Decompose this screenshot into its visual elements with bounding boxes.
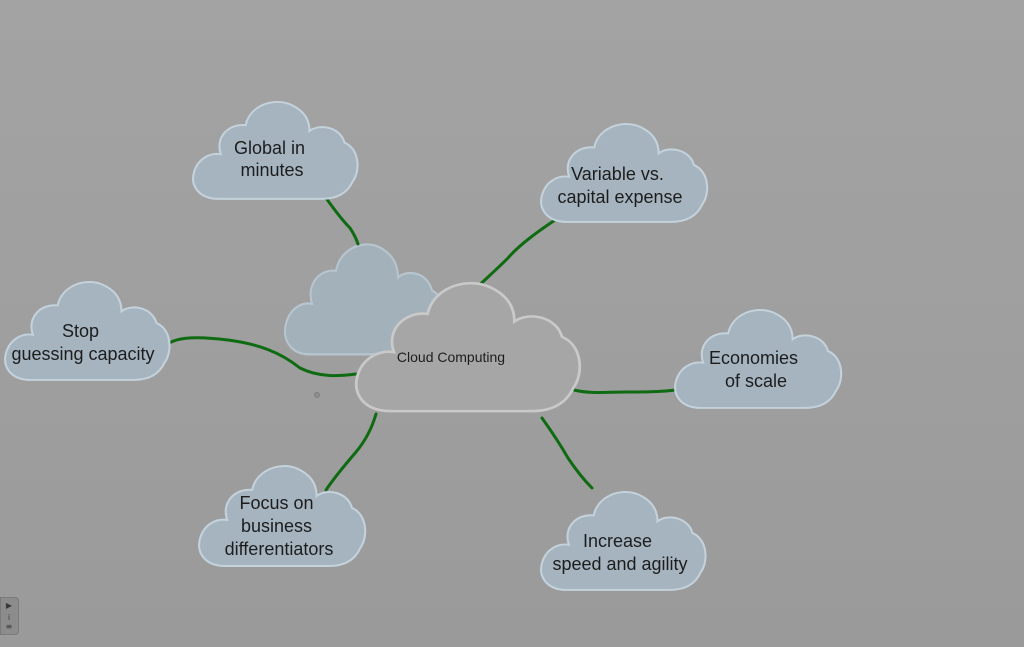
node-variable-line-2: capital expense — [557, 187, 682, 207]
connector-stop — [160, 336, 358, 378]
connector-economies — [572, 386, 690, 394]
node-label-global: Global in minutes — [234, 138, 310, 180]
cursor-dot — [314, 392, 320, 398]
node-label-variable: Variable vs. capital expense — [557, 164, 682, 207]
node-focus-line-1: Focus on — [239, 493, 313, 513]
menu-icon[interactable]: ≡ — [5, 622, 13, 631]
node-economies-line-1: Economies — [709, 348, 798, 368]
center-label: Cloud Computing — [397, 349, 505, 365]
connector-increase — [540, 416, 594, 490]
connector-global — [324, 196, 360, 246]
node-label-economies: Economies of scale — [709, 348, 803, 391]
play-icon[interactable]: ▶ — [5, 601, 13, 610]
node-focus-line-3: differentiators — [225, 539, 334, 559]
node-stop-line-2: guessing capacity — [11, 344, 154, 364]
player-control-widget[interactable]: ▶ i ≡ — [0, 597, 19, 635]
node-stop-line-1: Stop — [62, 321, 99, 341]
info-icon[interactable]: i — [7, 613, 11, 622]
node-increase-line-2: speed and agility — [552, 554, 687, 574]
node-global-line-2: minutes — [240, 160, 303, 180]
node-economies-line-2: of scale — [725, 371, 787, 391]
node-increase-line-1: Increase — [583, 531, 652, 551]
node-variable-line-1: Variable vs. — [571, 164, 664, 184]
node-label-focus: Focus on business differentiators — [225, 493, 334, 559]
connector-focus — [324, 412, 378, 492]
node-label-increase: Increase speed and agility — [552, 531, 687, 574]
node-global-line-1: Global in — [234, 138, 305, 158]
node-focus-line-2: business — [241, 516, 312, 536]
node-label-stop: Stop guessing capacity — [11, 321, 154, 364]
